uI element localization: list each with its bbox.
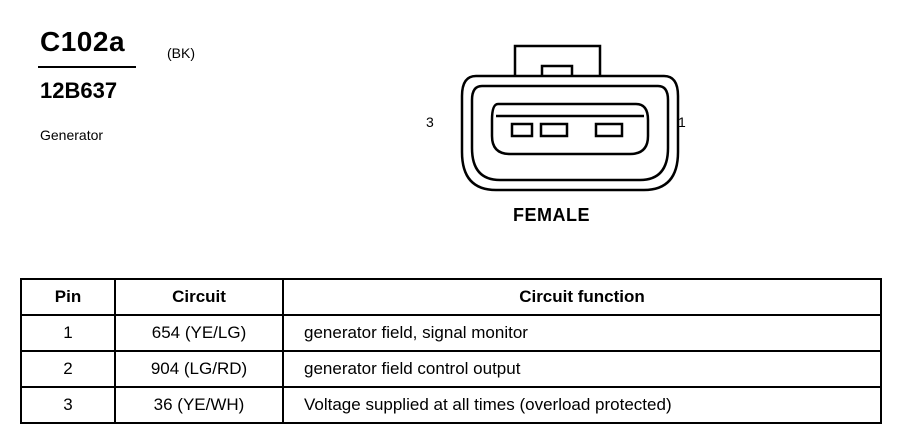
cell-pin: 1 [20, 314, 116, 352]
terminal-pin-1 [594, 122, 624, 138]
title-rule [38, 66, 136, 68]
header-function: Circuit function [282, 278, 882, 316]
terminal-pin-3 [510, 122, 534, 138]
table-row: 1 654 (YE/LG) generator field, signal mo… [20, 314, 882, 352]
connector-face-diagram [460, 44, 680, 192]
connector-shell-inner [470, 84, 670, 182]
header-circuit: Circuit [114, 278, 284, 316]
table-row: 3 36 (YE/WH) Voltage supplied at all tim… [20, 386, 882, 424]
pinout-table: Pin Circuit Circuit function 1 654 (YE/L… [20, 278, 882, 424]
connector-gender: FEMALE [513, 205, 590, 225]
locking-tab [513, 44, 602, 76]
cell-circuit: 36 (YE/WH) [114, 386, 284, 424]
connector-shell-outer [460, 74, 680, 192]
component-name: Generator [40, 127, 104, 143]
latch-notch [540, 64, 574, 76]
cell-pin: 3 [20, 386, 116, 424]
cell-circuit: 904 (LG/RD) [114, 350, 284, 388]
cell-pin: 2 [20, 350, 116, 388]
cell-function: generator field control output [282, 350, 882, 388]
cell-function: generator field, signal monitor [282, 314, 882, 352]
table-header-row: Pin Circuit Circuit function [20, 278, 882, 316]
pin-label-right: 1 [678, 114, 686, 130]
connector-color-code: (BK) [167, 45, 195, 61]
cell-circuit: 654 (YE/LG) [114, 314, 284, 352]
table-row: 2 904 (LG/RD) generator field control ou… [20, 350, 882, 388]
terminal-cavity [490, 102, 650, 156]
part-number: 12B637 [40, 78, 118, 103]
terminal-pin-2 [539, 122, 569, 138]
pin-label-left: 3 [426, 114, 434, 130]
cell-function: Voltage supplied at all times (overload … [282, 386, 882, 424]
connector-id: C102a [40, 26, 126, 57]
header-pin: Pin [20, 278, 116, 316]
